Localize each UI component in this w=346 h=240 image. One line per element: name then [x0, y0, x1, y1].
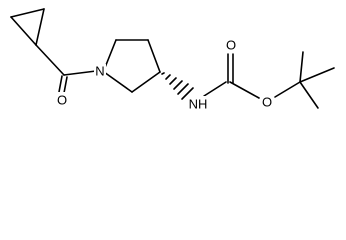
carbamate-nh-label: NH [189, 97, 208, 112]
tert-butyl-group [299, 51, 335, 109]
carbamate-ester-oxygen-label: O [262, 95, 272, 110]
stereo-hashed-wedge [161, 72, 194, 100]
ring-nitrogen-label: N [95, 64, 104, 79]
hash-6 [181, 87, 194, 100]
ring-bond-c5-n [103, 71, 133, 93]
bond-ester-oxygen-tbutyl [274, 81, 301, 98]
cyclopropyl-bond-left [10, 16, 37, 46]
cyclopropyl-bond-top [10, 8, 45, 18]
amide-oxygen-label: O [57, 93, 67, 108]
hash-3 [169, 77, 177, 85]
cyclopropyl-group [10, 8, 45, 46]
ring-bond-c4-c5 [131, 71, 161, 93]
bond-cyclopropyl-carbonyl [35, 44, 65, 76]
tbutyl-methyl-up [299, 51, 304, 83]
carbamate-carbonyl-oxygen-label: O [226, 38, 236, 53]
cyclopropyl-bond-right [35, 8, 45, 46]
hash-4 [173, 80, 183, 90]
tbutyl-methyl-right [299, 67, 335, 83]
ring-bond-c3-c4 [147, 39, 161, 73]
amide-co-line-1 [58, 75, 63, 93]
amide-carbonyl-double-bond [58, 75, 68, 94]
bond-carbamate-carbon-ester-oxygen [229, 81, 260, 99]
bond-carbonyl-ring-nitrogen [63, 70, 97, 76]
hash-2 [165, 74, 171, 80]
chemical-structure-diagram: N O NH O O [10, 8, 335, 112]
carbamate-carbonyl-double-bond [227, 53, 234, 84]
amide-co-line-2 [63, 76, 68, 94]
tbutyl-methyl-down [299, 81, 319, 109]
pyrrolidine-ring [103, 39, 161, 93]
hash-5 [177, 83, 189, 95]
hash-1 [161, 72, 165, 75]
bond-nh-carbamate-carbon [203, 81, 227, 97]
